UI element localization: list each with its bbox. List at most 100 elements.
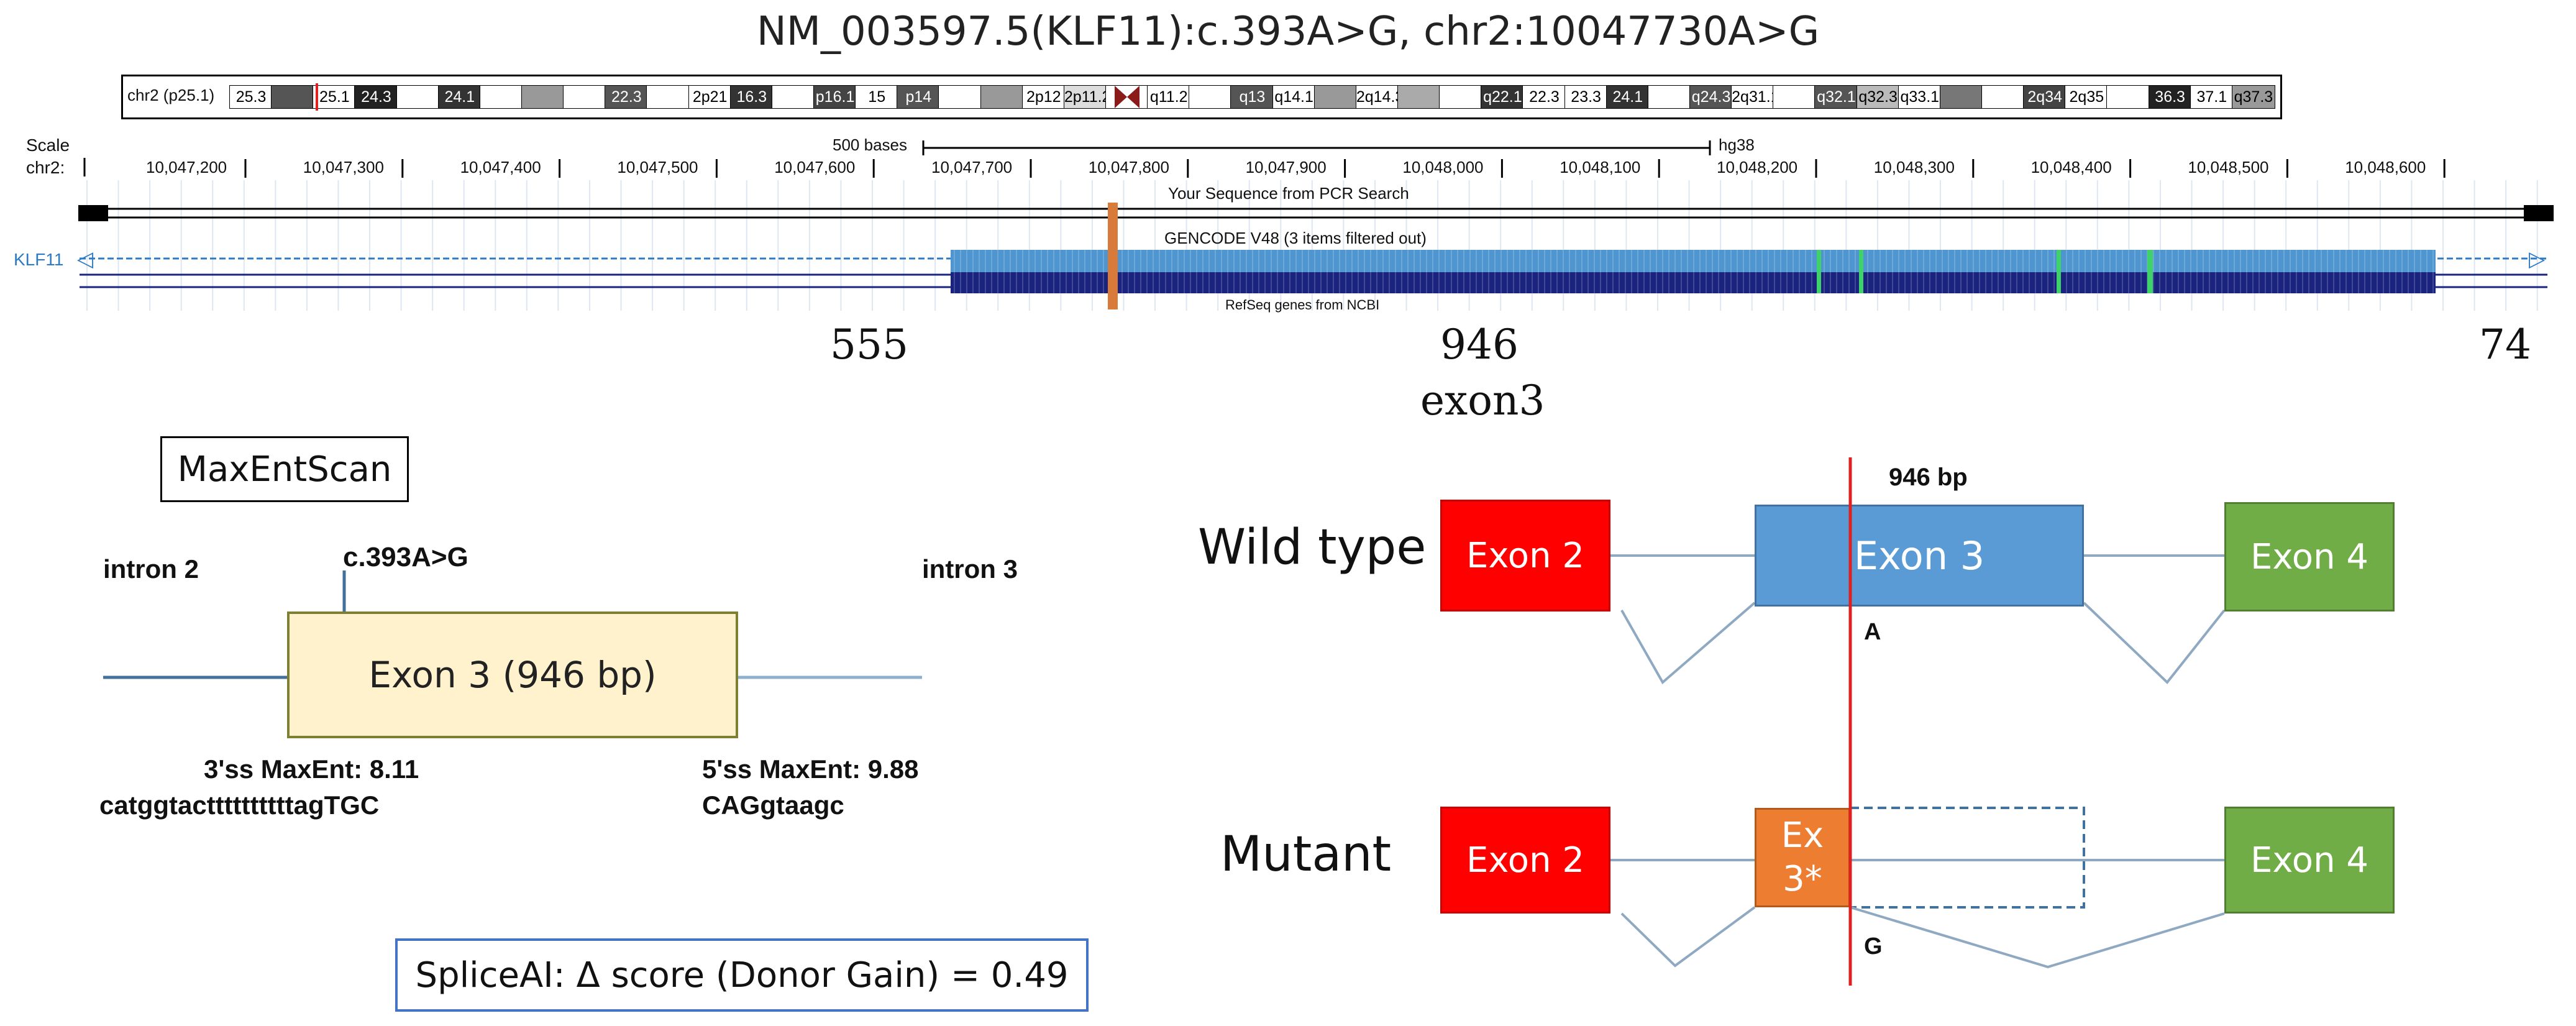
ideogram-band <box>771 85 815 109</box>
ideogram-band <box>1647 85 1691 109</box>
maxentscan-title-box: MaxEntScan <box>160 436 409 502</box>
ideogram-band: 2q31.1 <box>1731 85 1775 109</box>
ideogram-band: 2q34 <box>2023 85 2067 109</box>
wt-exon-3: Exon 3 <box>1755 505 2084 607</box>
intron-3-label: intron 3 <box>922 554 1018 584</box>
gencode-exon-block <box>951 250 2436 272</box>
ideogram-band: 15 <box>855 85 899 109</box>
gene-start-arrow-icon: ◁ <box>77 247 94 271</box>
ideogram-band: 2q14.3 <box>1355 85 1399 109</box>
mut-exon-4-label: Exon 4 <box>2250 840 2368 881</box>
green-marker-3 <box>2057 250 2061 293</box>
pcr-track-left-block <box>78 205 108 221</box>
wt-exon-3-label: Exon 3 <box>1853 533 1985 579</box>
green-marker-2 <box>1859 250 1863 293</box>
wt-exon-2: Exon 2 <box>1440 500 1610 611</box>
scale-bar-label: 500 bases <box>833 135 907 154</box>
ideogram-band <box>563 85 607 109</box>
green-marker-1 <box>1817 250 1821 293</box>
coordinate-tick-label: 10,048,100 <box>1560 158 1641 176</box>
maxent-exon-3-label: Exon 3 (946 bp) <box>368 654 657 696</box>
ideogram-band: 2q35 <box>2065 85 2109 109</box>
ideogram-band <box>2106 85 2150 109</box>
wt-exon-4-label: Exon 4 <box>2250 536 2368 577</box>
exon-size-label: 946 bp <box>1889 464 1968 491</box>
scale-label: Scale <box>26 135 70 155</box>
maxent-exon-3-box: Exon 3 (946 bp) <box>287 611 738 738</box>
ideogram-band: 22.3 <box>1522 85 1566 109</box>
ideogram-band: p16.1 <box>813 85 857 109</box>
ideogram-band <box>1939 85 1983 109</box>
coordinate-tick-label: 10,048,000 <box>1402 158 1484 176</box>
coordinate-tick-label: 10,048,400 <box>2030 158 2112 176</box>
mut-allele-label: G <box>1864 933 1883 960</box>
centromere-icon <box>1114 86 1140 108</box>
ideogram-band: 2p11.2 <box>1063 85 1107 109</box>
coordinate-tick-label: 10,047,400 <box>460 158 541 176</box>
wild-type-label: Wild type <box>1198 520 1427 575</box>
spliceai-score-box: SpliceAI: Δ score (Donor Gain) = 0.49 <box>395 938 1089 1012</box>
gene-label: KLF11 <box>14 250 64 269</box>
ideogram-band: 24.1 <box>1605 85 1650 109</box>
variant-position-marker <box>1108 203 1118 309</box>
ideogram-band: 24.3 <box>354 85 398 109</box>
exon-name-label: exon3 <box>1420 377 1545 424</box>
wt-allele-label: A <box>1864 619 1881 645</box>
refseq-exon-block <box>951 272 2436 293</box>
browser-tracks: ◁ ▷ <box>77 140 2554 311</box>
coordinate-tick-label: 10,048,200 <box>1717 158 1798 176</box>
figure-title: NM_003597.5(KLF11):c.393A>G, chr2:100477… <box>756 9 1820 55</box>
mut-splice-arc-1 <box>1620 906 1756 968</box>
ideogram-band: q22.1 <box>1481 85 1525 109</box>
ideogram-band <box>271 85 315 109</box>
right-length-label: 74 <box>2479 321 2531 369</box>
gencode-track-label: GENCODE V48 (3 items filtered out) <box>1164 229 1427 247</box>
skipped-exon-region <box>1849 807 2085 909</box>
mut-exon-2-label: Exon 2 <box>1466 840 1584 881</box>
ideogram-chrom-label: chr2 (p25.1) <box>127 86 215 104</box>
ideogram-band <box>521 85 565 109</box>
mut-splice-arc-2 <box>1850 906 2225 969</box>
ideogram-band: q11.2 <box>1147 85 1191 109</box>
wt-exon-4: Exon 4 <box>2224 502 2395 611</box>
ideogram-band: q14.1 <box>1272 85 1316 109</box>
assembly-label: hg38 <box>1719 135 1755 154</box>
ideogram-band <box>1981 85 2026 109</box>
mutant-label: Mutant <box>1220 827 1392 882</box>
mut-exon-3-label-line-2: 3* <box>1783 859 1822 899</box>
ideogram-band: 25.3 <box>229 85 273 109</box>
ideogram-band: 24.1 <box>437 85 482 109</box>
mut-exon-2: Exon 2 <box>1440 807 1610 914</box>
exon-stripes <box>954 250 2434 293</box>
wt-splice-arc-1 <box>1620 602 1756 685</box>
chrom-row-label: chr2: <box>26 158 65 177</box>
ideogram-band: q13 <box>1230 85 1274 109</box>
refseq-track-label: RefSeq genes from NCBI <box>1225 297 1380 313</box>
ss3-sequence: catggtacttttttttttagTGC <box>99 790 380 820</box>
mut-exon-3-label-line-1: Ex <box>1781 815 1824 856</box>
ideogram-band <box>938 85 982 109</box>
pcr-track-right-block <box>2524 205 2554 221</box>
ss5-sequence: CAGgtaagc <box>702 790 844 820</box>
coordinate-tick-label: 10,047,200 <box>146 158 227 176</box>
variant-label: c.393A>G <box>343 542 468 572</box>
ideogram-band <box>396 85 440 109</box>
coordinate-tick-label: 10,047,600 <box>774 158 856 176</box>
ideogram-band <box>1397 85 1441 109</box>
intron-2-label: intron 2 <box>103 554 199 584</box>
coordinate-tick-label: 10,048,300 <box>1873 158 1955 176</box>
ss3-score-label: 3'ss MaxEnt: 8.11 <box>204 754 419 784</box>
ideogram-band: 16.3 <box>729 85 774 109</box>
coordinate-tick-label: 10,047,700 <box>931 158 1013 176</box>
ideogram-band: q32.1 <box>1814 85 1858 109</box>
ideogram-band: p14 <box>897 85 941 109</box>
mut-exon-3-truncated: Ex 3* <box>1755 808 1850 907</box>
ideogram-band: 23.3 <box>1564 85 1608 109</box>
ideogram-band <box>646 85 690 109</box>
green-marker-4 <box>2147 250 2153 293</box>
coordinate-tick-label: 10,047,800 <box>1088 158 1169 176</box>
ideogram-band: 2p21 <box>688 85 732 109</box>
coordinate-tick-label: 10,048,600 <box>2345 158 2426 176</box>
